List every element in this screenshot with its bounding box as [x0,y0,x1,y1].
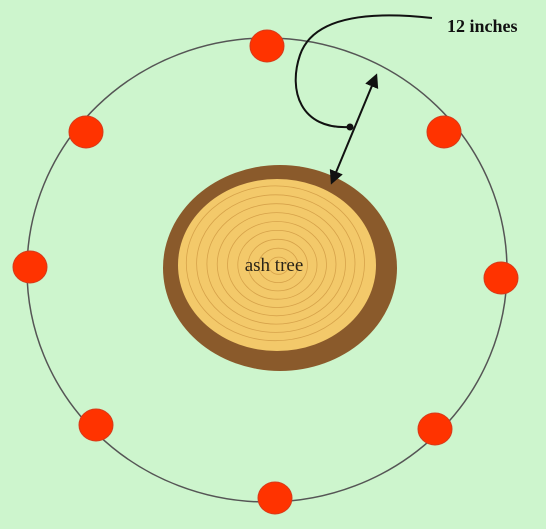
marker-bottom-left [78,408,114,442]
marker-bottom-right [417,412,453,446]
marker-top [249,29,285,63]
growth-ring [227,221,327,308]
marker-top-right [426,115,462,149]
growth-rings [185,185,365,342]
marker-left [12,250,48,284]
tree-label: ash tree [245,255,304,276]
distance-label: 12 inches [447,16,518,36]
growth-ring [196,194,356,333]
growth-ring [268,256,289,275]
growth-ring [258,247,299,283]
growth-ring [185,185,365,342]
callout-leader-line [294,14,433,129]
growth-ring [247,238,308,292]
growth-ring [216,212,337,317]
marker-top-left [68,115,104,149]
markers-layer [12,29,519,515]
distance-arrow [329,73,379,185]
marker-bottom [257,481,293,515]
ash-tree-trunk: ash tree [163,165,397,371]
marker-right [483,261,519,295]
growth-ring [237,229,318,300]
growth-ring [206,203,346,325]
